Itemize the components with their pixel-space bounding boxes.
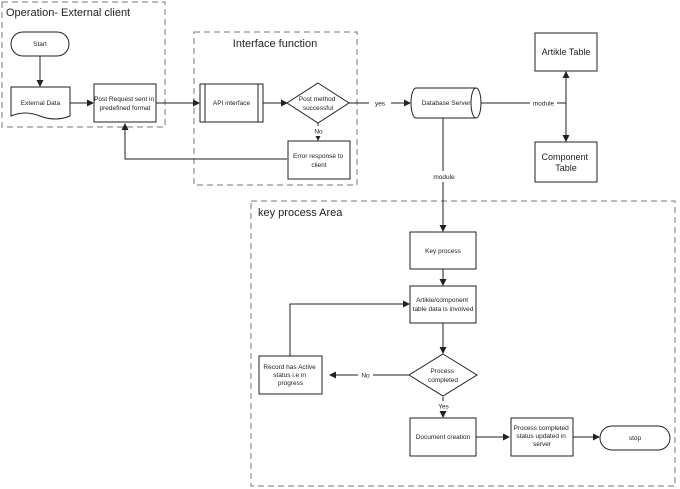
node-status-updated-line1: Process completed (513, 425, 569, 432)
svg-text:Post Request sent in pre: Post Request sent in predefined format (94, 96, 156, 112)
region-interface: Interface function (193, 31, 358, 186)
region-key-process-title: key process Area (258, 207, 343, 219)
node-post-method-line1: Post method (299, 96, 336, 103)
edge-label-yes-doc: Yes (438, 404, 449, 411)
node-stop: stop (599, 425, 671, 451)
svg-text:Artikle/component table: Artikle/component table data is involved (413, 297, 474, 313)
node-start-label: Start (33, 41, 47, 48)
node-start: Start (10, 31, 70, 57)
node-component-table-line1: Component (541, 152, 588, 162)
node-api-interface-label: API interface (213, 100, 251, 107)
edge-error-post (121, 123, 287, 160)
node-artikle-component-line2: table data is involved (413, 306, 474, 313)
node-external-data: External Data (10, 86, 71, 120)
node-database-server: Database Server (410, 87, 482, 119)
svg-text:Process completed status: Process completed status updated in serv… (513, 425, 570, 448)
node-key-process-label: Key process (425, 248, 462, 255)
svg-text:Record has Active status: Record has Active status i.e in progress (263, 364, 317, 387)
node-document-creation-label: Document creation (416, 434, 471, 441)
node-post-method: Post method successful (286, 82, 350, 124)
edge-label-yes: yes (375, 101, 386, 108)
node-stop-label: stop (629, 435, 642, 442)
node-status-updated-line2: status updated in (516, 433, 566, 440)
edge-record-artikle (289, 300, 410, 356)
region-operation: Operation- External client (1, 1, 166, 128)
node-api-interface: API interface (199, 83, 264, 123)
node-component-table-line2: Table (555, 163, 577, 173)
svg-text:Component Table: Component Table (541, 152, 590, 173)
edge-label-no-record: No (361, 373, 370, 380)
node-process-completed-line1: Process (430, 368, 454, 375)
node-component-table: Component Table (534, 141, 598, 183)
node-key-process: Key process (409, 231, 477, 270)
edge-label-no: No (314, 129, 323, 136)
node-external-data-label: External Data (21, 100, 61, 107)
region-operation-title: Operation- External client (6, 7, 130, 19)
svg-text:Process completed: Process completed (428, 368, 458, 384)
node-post-request-line2: predefined format (100, 105, 151, 112)
node-artikle-component: Artikle/component table data is involved (409, 285, 477, 324)
region-key-process: key process Area (250, 200, 676, 487)
edge-label-module-key: module (433, 174, 455, 181)
node-post-request-line1: Post Request sent in (94, 96, 154, 103)
edge-label-module-tables: module (533, 101, 555, 108)
svg-text:Error response to client: Error response to client (293, 153, 345, 169)
node-status-updated: Process completed status updated in serv… (510, 417, 574, 457)
node-artikle-table: Artikle Table (534, 32, 598, 72)
region-interface-title: Interface function (233, 38, 317, 50)
node-document-creation: Document creation (409, 417, 477, 457)
node-error-response-line1: Error response to (293, 153, 344, 160)
node-record-active-line3: progress (278, 380, 304, 387)
node-process-completed-line2: completed (428, 377, 458, 384)
node-record-active-line2: status i.e in (273, 372, 306, 379)
node-post-request: Post Request sent in predefined format (93, 83, 157, 123)
svg-text:Post method successful: Post method successful (299, 96, 337, 112)
node-post-method-line2: successful (303, 105, 334, 112)
node-database-server-label: Database Server (422, 100, 472, 107)
node-status-updated-line3: server (533, 441, 552, 448)
node-error-response-line2: client (311, 162, 326, 169)
node-artikle-table-label: Artikle Table (542, 47, 591, 57)
node-record-active: Record has Active status i.e in progress (258, 355, 323, 395)
node-artikle-component-line1: Artikle/component (416, 297, 468, 304)
node-error-response: Error response to client (287, 140, 351, 180)
node-process-completed: Process completed (408, 353, 478, 397)
node-record-active-line1: Record has Active (263, 364, 316, 371)
